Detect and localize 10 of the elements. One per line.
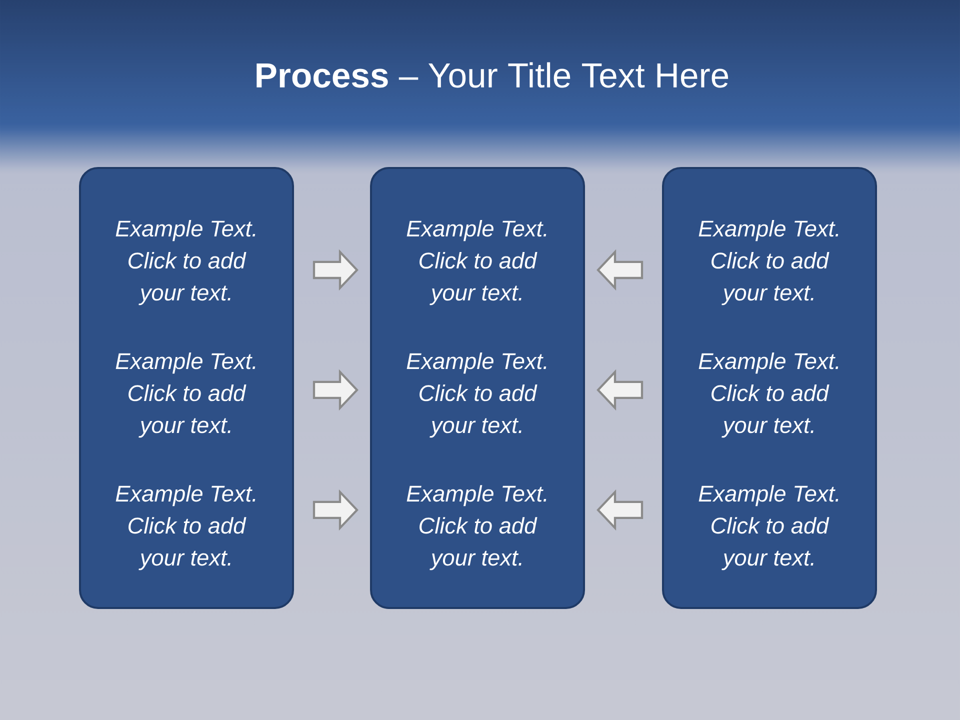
block-arrow: [596, 369, 644, 411]
block-arrow: [596, 489, 644, 531]
process-box: Example Text. Click to add your text. Example Text. Click to add your text. Example Text. Click to add your text.: [370, 167, 585, 609]
block-arrow: [312, 249, 358, 291]
title: Process – Your Title Text Here: [256, 62, 728, 88]
process-box: Example Text. Click to add your text. Example Text. Click to add your text. Example Text. Click to add your text.: [662, 167, 877, 609]
block-arrow: [312, 369, 358, 411]
process-box: Example Text. Click to add your text. Example Text. Click to add your text. Example Text. Click to add your text.: [79, 167, 294, 609]
block-arrow: [312, 489, 358, 531]
block-arrow: [596, 249, 644, 291]
